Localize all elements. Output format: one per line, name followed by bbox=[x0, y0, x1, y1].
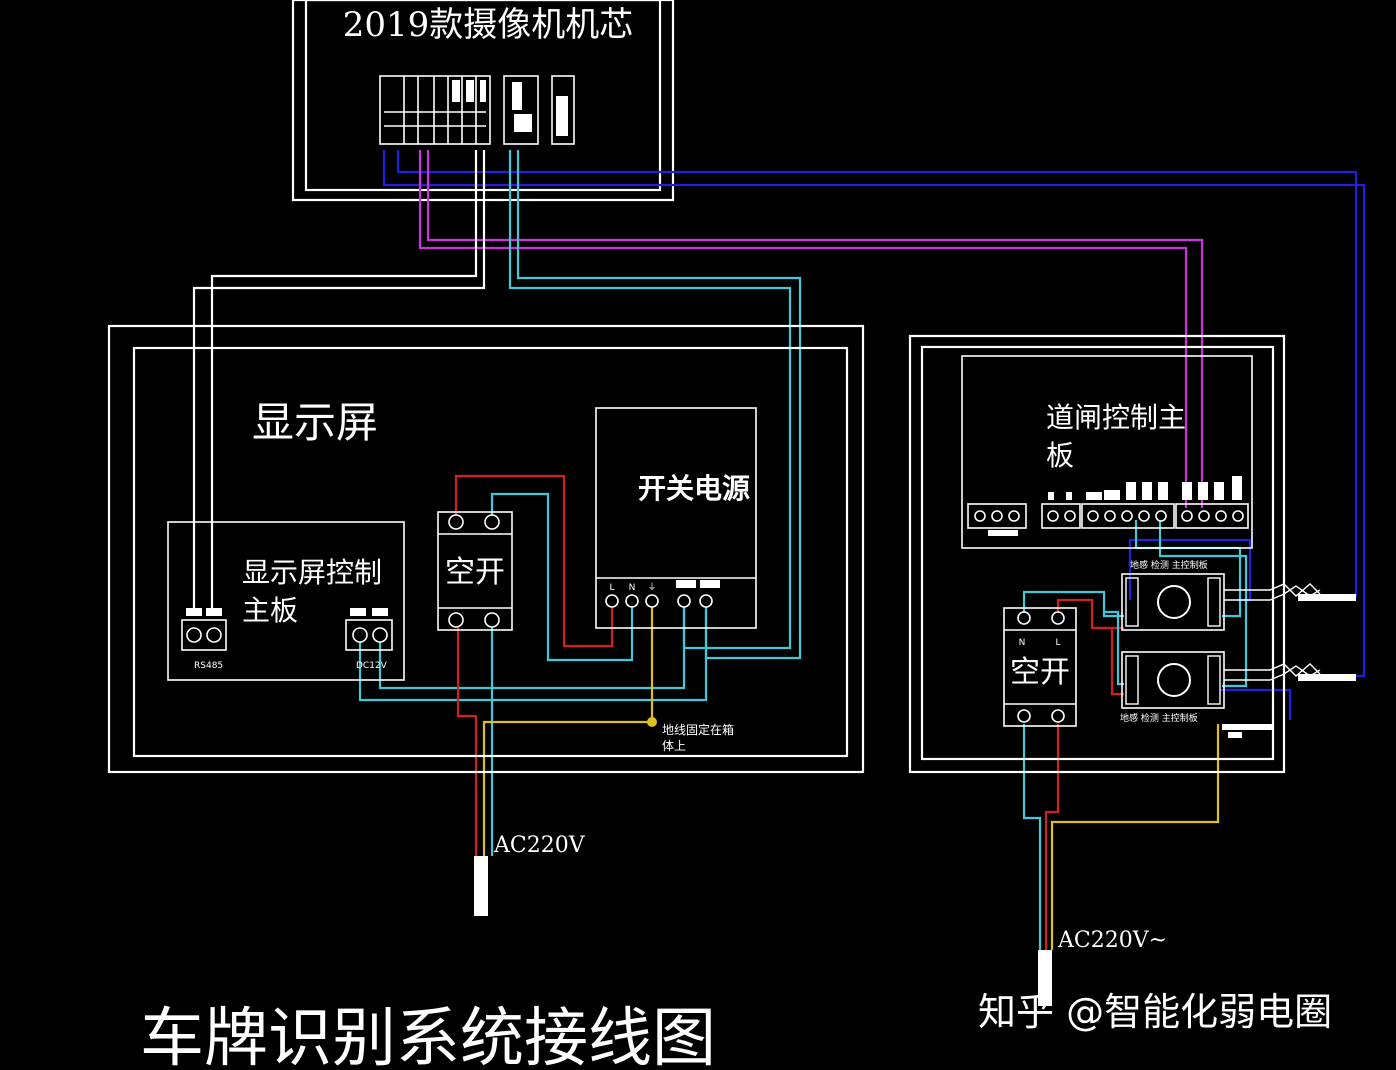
barrier-ac-label: AC220V~ bbox=[1057, 928, 1167, 953]
ground-note-line1: 地线固定在箱 bbox=[662, 722, 734, 737]
cyan-wire-psu-n bbox=[490, 492, 634, 662]
psu-term-n: N bbox=[629, 583, 636, 593]
loop-detector-bottom-label: 地感 检测 主控制板 bbox=[1120, 712, 1198, 724]
display-inner-frame bbox=[132, 346, 849, 758]
display-psu: 开关电源 L N ⏚ bbox=[595, 407, 757, 629]
white-wire-a bbox=[210, 150, 478, 612]
barrier-breaker-term-l: L bbox=[1055, 638, 1060, 648]
barrier-breaker: N L 空开 bbox=[1003, 607, 1077, 727]
controller-label-line1: 显示屏控制 bbox=[242, 556, 382, 589]
display-controller: 显示屏控制 主板 RS485 DC12V bbox=[167, 521, 405, 681]
psu-label: 开关电源 bbox=[638, 472, 750, 505]
barrier-title-line1: 道闸控制主 bbox=[1046, 401, 1186, 434]
barrier-cyan-a bbox=[1022, 590, 1124, 618]
cyan-dc-wire-a bbox=[358, 610, 708, 702]
blue-wire-d bbox=[1220, 688, 1292, 720]
display-cabinet: 显示屏 显示屏控制 主板 RS485 DC12V bbox=[107, 324, 865, 774]
cyan-dc-wire-b bbox=[378, 610, 686, 690]
loop-detector-top-label: 地感 检测 主控制板 bbox=[1130, 559, 1208, 571]
red-wire-psu-l bbox=[454, 474, 614, 648]
yellow-wire-ac-in bbox=[482, 720, 652, 856]
display-ac-label: AC220V bbox=[493, 833, 586, 858]
barrier-title-line2: 板 bbox=[1046, 439, 1074, 472]
controller-label-line2: 主板 bbox=[242, 594, 298, 627]
display-power-plug bbox=[474, 856, 488, 916]
barrier-breaker-label: 空开 bbox=[1010, 655, 1070, 690]
loop-detector-top: 地感 检测 主控制板 bbox=[1121, 559, 1225, 631]
display-outer-frame bbox=[107, 324, 865, 774]
ground-note-line2: 体上 bbox=[662, 739, 686, 753]
white-wire-b bbox=[192, 150, 486, 612]
red-wire-ac-in bbox=[456, 626, 478, 856]
magenta-wire-a bbox=[418, 150, 1188, 508]
barrier-cyan-d bbox=[1158, 520, 1248, 688]
barrier-cyan-b bbox=[1102, 610, 1124, 686]
barrier-cabinet: 道闸控制主 板 bbox=[908, 334, 1356, 774]
loop-detector-bottom: 地感 检测 主控制板 bbox=[1120, 651, 1225, 724]
camera-module: 2019款摄像机机芯 bbox=[291, 0, 675, 202]
barrier-inner-frame bbox=[920, 345, 1275, 761]
display-title: 显示屏 bbox=[252, 398, 378, 447]
display-breaker: 空开 bbox=[437, 511, 513, 631]
wires bbox=[192, 150, 1366, 950]
psu-term-l: L bbox=[609, 583, 614, 593]
ground-point bbox=[647, 717, 657, 727]
loop-coil-leads bbox=[1222, 583, 1356, 738]
barrier-board: 道闸控制主 板 bbox=[961, 355, 1253, 549]
watermark: 知乎 @智能化弱电圈 bbox=[978, 990, 1332, 1034]
barrier-breaker-term-n: N bbox=[1019, 638, 1026, 648]
diagram-title: 车牌识别系统接线图 bbox=[140, 1002, 716, 1070]
barrier-red-ac bbox=[1044, 724, 1060, 950]
magenta-wire-b bbox=[426, 150, 1204, 508]
barrier-power-plug bbox=[1038, 950, 1052, 1006]
barrier-outer-frame bbox=[908, 334, 1286, 774]
barrier-red-b bbox=[1092, 626, 1124, 696]
camera-terminal-block bbox=[379, 75, 575, 145]
display-breaker-label: 空开 bbox=[445, 555, 505, 590]
camera-module-title: 2019款摄像机机芯 bbox=[343, 5, 634, 45]
dc12v-tag: DC12V bbox=[356, 661, 388, 671]
rs485-tag: RS485 bbox=[194, 661, 223, 671]
psu-term-ground: ⏚ bbox=[647, 582, 656, 593]
